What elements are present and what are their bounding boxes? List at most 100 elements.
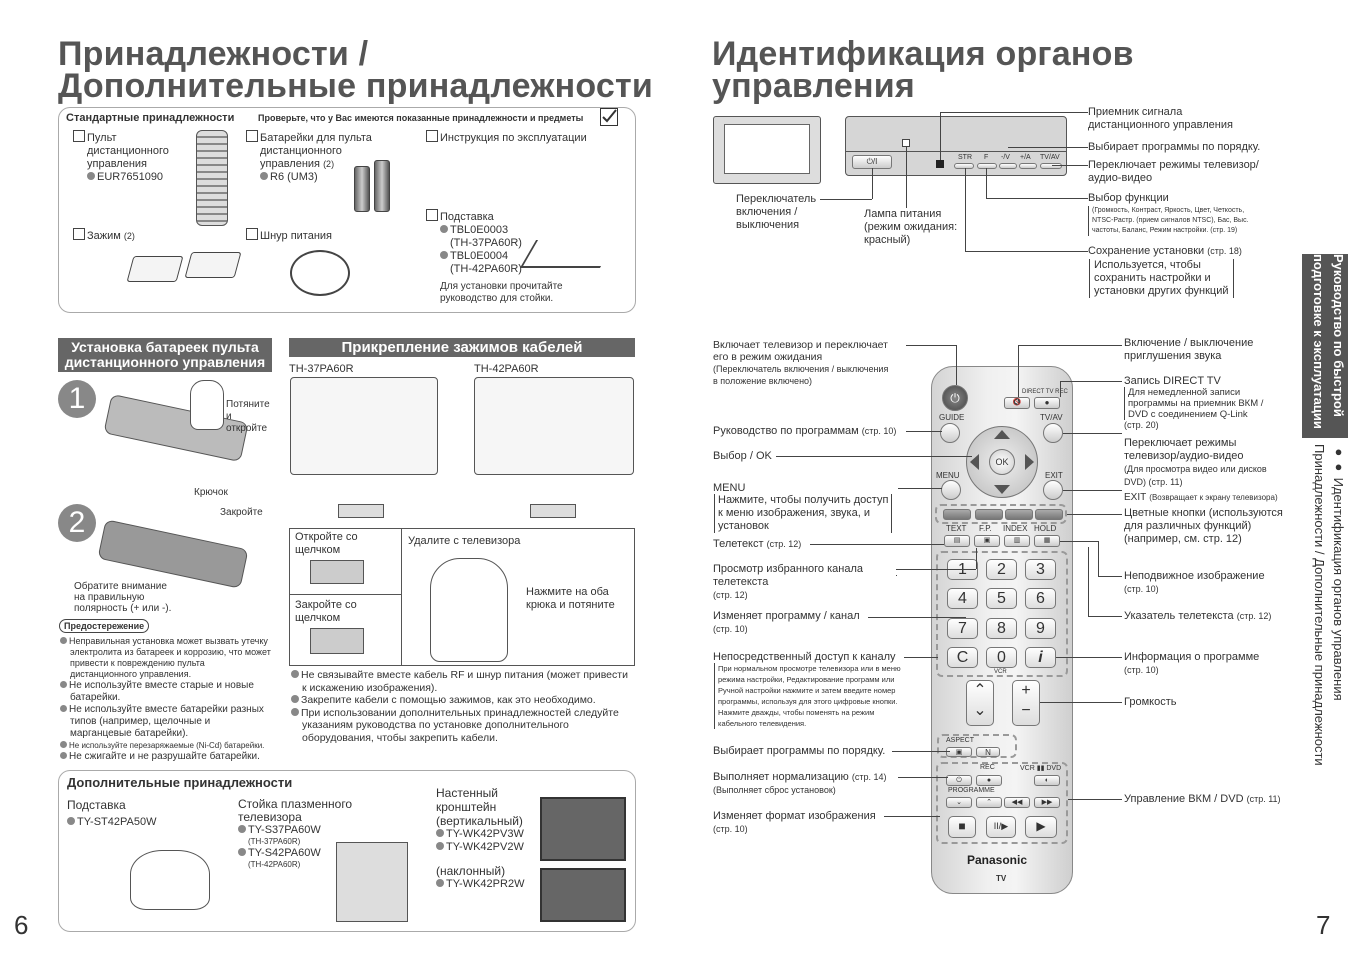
prog-order-text: Выбирает программы по порядку. bbox=[1088, 141, 1261, 153]
arrow-left-icon[interactable] bbox=[970, 454, 979, 470]
page-number-right: 7 bbox=[1316, 910, 1331, 940]
rec-button[interactable]: ● bbox=[976, 775, 1002, 786]
tv2-label: TH-42PA60R bbox=[474, 363, 539, 375]
guide-label-text: Руководство по программам bbox=[713, 425, 859, 437]
standby-button[interactable]: ⏻ bbox=[942, 385, 968, 411]
rewind-button[interactable]: ◀◀ bbox=[1004, 797, 1030, 808]
programme-down-button[interactable]: ⌄ bbox=[946, 797, 972, 808]
leader-line bbox=[898, 488, 942, 489]
digit-6-button[interactable]: 6 bbox=[1025, 588, 1056, 609]
vcr-ref: (стр. 11) bbox=[1246, 794, 1281, 804]
wall-bracket-illustration bbox=[540, 797, 626, 861]
arrow-up-icon[interactable] bbox=[994, 430, 1010, 439]
vcr-dvd-switch[interactable]: ◐ bbox=[1034, 775, 1060, 786]
tvav-label: TV/AV bbox=[1040, 413, 1063, 422]
guide-button[interactable] bbox=[940, 423, 960, 443]
tv-tvav-button[interactable] bbox=[1040, 163, 1062, 169]
leader-line bbox=[1063, 490, 1122, 491]
aspect-button[interactable]: ▣ bbox=[946, 747, 972, 757]
tv-power-switch[interactable]: ⏻/I bbox=[852, 155, 892, 169]
battery-icon bbox=[354, 166, 370, 212]
digit-0-button[interactable]: 0 bbox=[986, 647, 1017, 668]
digit-3-button[interactable]: 3 bbox=[1025, 559, 1056, 580]
clamp-close-illustration bbox=[310, 628, 364, 654]
digit-4-button[interactable]: 4 bbox=[947, 588, 978, 609]
tv-str-label: STR bbox=[958, 154, 972, 161]
direct-d5: Нажмите дважды, чтобы поменять на режим bbox=[718, 708, 875, 717]
direct-d1: При нормальном просмотре телевизора или … bbox=[718, 664, 901, 673]
info-button[interactable]: i bbox=[1025, 647, 1056, 668]
checkbox-icon[interactable] bbox=[426, 209, 438, 221]
tv-str-button[interactable] bbox=[954, 163, 974, 169]
leader-line bbox=[906, 146, 907, 208]
checkbox-icon[interactable] bbox=[246, 130, 258, 142]
c-button[interactable]: C bbox=[947, 647, 978, 668]
aspect-text: Изменяет формат изображения (стр. 10) bbox=[713, 810, 876, 836]
tvav-button[interactable] bbox=[1043, 423, 1063, 443]
fast-forward-button[interactable]: ▶▶ bbox=[1034, 797, 1060, 808]
checkbox-icon[interactable] bbox=[246, 228, 258, 240]
tvav-1: Переключает режимы телевизор/ bbox=[1088, 159, 1259, 171]
batteries-label: Батарейки для пульта bbox=[260, 132, 372, 144]
stop-button[interactable]: ■ bbox=[948, 816, 976, 838]
n-button[interactable]: N bbox=[976, 747, 1000, 757]
side-tab-1: Руководство по быстрой bbox=[1331, 254, 1346, 417]
volume-rocker[interactable]: +− bbox=[1012, 680, 1040, 726]
standby-3: (Переключатель включения / выключения bbox=[713, 364, 889, 374]
norm-desc: (Выполняет сброс установок) bbox=[713, 785, 836, 795]
digit-5-button[interactable]: 5 bbox=[986, 588, 1017, 609]
leader-line bbox=[1052, 165, 1088, 166]
leader-line bbox=[896, 575, 897, 576]
channel-rocker[interactable]: ⌃⌄ bbox=[966, 680, 994, 726]
menu-button[interactable] bbox=[941, 480, 961, 500]
arrow-right-icon[interactable] bbox=[1025, 454, 1034, 470]
aspect-ref: (стр. 10) bbox=[713, 824, 748, 834]
manual-label: Инструкция по эксплуатации bbox=[440, 132, 587, 144]
red-button[interactable] bbox=[943, 509, 971, 520]
caution-2: Не используйте вместе старые и новые бат… bbox=[69, 680, 254, 703]
remote-item: Пульт дистанционного управления EUR76510… bbox=[73, 130, 169, 184]
pause-button[interactable]: II/▶ bbox=[986, 816, 1016, 838]
digit-8-button[interactable]: 8 bbox=[986, 618, 1017, 639]
exit-button[interactable] bbox=[1043, 480, 1063, 500]
play-button[interactable]: ▶ bbox=[1025, 816, 1057, 838]
tilt-model: TY-WK42PR2W bbox=[446, 878, 525, 890]
exit-label: EXIT bbox=[1045, 471, 1063, 480]
direct-tv-d2: программы на приемник ВКМ / bbox=[1128, 398, 1264, 409]
press-text: Нажмите на оба крюка и потяните bbox=[526, 586, 615, 612]
direct-tv-rec-button[interactable]: ● bbox=[1034, 397, 1060, 409]
checkbox-icon[interactable] bbox=[426, 130, 438, 142]
digit-9-button[interactable]: 9 bbox=[1025, 618, 1056, 639]
tv-plus-button[interactable] bbox=[1019, 163, 1037, 169]
digit-7-button[interactable]: 7 bbox=[947, 618, 978, 639]
arrow-down-icon[interactable] bbox=[994, 485, 1010, 494]
vcr-dvd-label: VCR ▮▮ DVD bbox=[1020, 765, 1062, 772]
cable-note-1: Не связывайте вместе кабель RF и шнур пи… bbox=[301, 669, 628, 694]
color-text: Цветные кнопки (используются для различн… bbox=[1124, 507, 1283, 546]
exit-text-label: EXIT bbox=[1124, 492, 1147, 503]
vcr-power-button[interactable]: ⏻ bbox=[946, 775, 972, 786]
remote-label: Пульт bbox=[87, 132, 117, 144]
stand-item: Подставка TBL0E0003 (TH-37PA60R) TBL0E00… bbox=[426, 209, 522, 276]
ok-button[interactable]: OK bbox=[989, 449, 1015, 475]
func-desc: (Громкость, Контраст, Яркость, Цвет, Чет… bbox=[1088, 206, 1249, 236]
exit-text: EXIT (Возвращает к экрану телевизора) bbox=[1124, 491, 1278, 504]
blue-button[interactable] bbox=[1035, 509, 1063, 520]
green-button[interactable] bbox=[975, 509, 1003, 520]
hold-button[interactable]: ▦ bbox=[1034, 535, 1060, 547]
checkbox-icon[interactable] bbox=[73, 130, 85, 142]
programme-up-button[interactable]: ⌃ bbox=[976, 797, 1002, 808]
index-ref: (стр. 12) bbox=[1236, 611, 1272, 621]
text-button[interactable]: ▤ bbox=[944, 535, 970, 547]
fp-button[interactable]: ▣ bbox=[974, 535, 1000, 547]
digit-2-button[interactable]: 2 bbox=[986, 559, 1017, 580]
index-button[interactable]: ▥ bbox=[1004, 535, 1030, 547]
tv-minus-button[interactable] bbox=[999, 163, 1017, 169]
yellow-button[interactable] bbox=[1005, 509, 1033, 520]
tv-back-37-illustration bbox=[290, 377, 438, 475]
tv-f-button[interactable] bbox=[977, 163, 997, 169]
checkbox-icon[interactable] bbox=[73, 228, 85, 240]
leader-line bbox=[1068, 799, 1122, 800]
mute-button[interactable]: 🔇 bbox=[1004, 397, 1030, 409]
bullet-icon bbox=[291, 695, 299, 703]
